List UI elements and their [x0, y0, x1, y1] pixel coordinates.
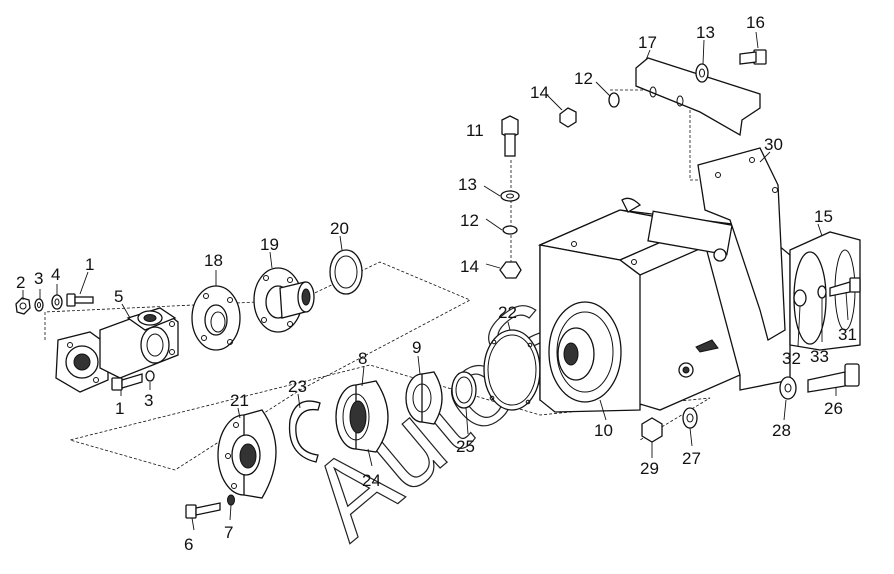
callout-13-mid: 13: [458, 175, 477, 194]
part-23-snap-ring: [288, 400, 321, 463]
part-1-bolt-upper: [66, 293, 94, 307]
callout-21: 21: [230, 391, 249, 410]
part-14-nut-top: [559, 107, 577, 128]
callout-4: 4: [51, 265, 60, 284]
part-3-washer-lower: [145, 370, 155, 382]
callout-6: 6: [184, 535, 193, 554]
callout-23: 23: [288, 377, 307, 396]
callout-26: 26: [824, 399, 843, 418]
callout-3-upper: 3: [34, 269, 43, 288]
callout-1-upper: 1: [85, 255, 94, 274]
callout-24: 24: [362, 471, 381, 490]
callout-18: 18: [204, 251, 223, 270]
callout-30: 30: [764, 135, 783, 154]
callout-14-mid: 14: [460, 257, 479, 276]
part-18-flange-plate: [191, 285, 241, 351]
part-33-washer: [817, 285, 827, 299]
part-16-bolt: [739, 49, 767, 65]
part-3-washer: [34, 298, 44, 312]
callout-10: 10: [594, 421, 613, 440]
callout-15: 15: [814, 207, 833, 226]
callout-33: 33: [810, 347, 829, 366]
callout-3-lower: 3: [144, 391, 153, 410]
part-19-hub-flange: [253, 267, 315, 333]
callout-8: 8: [358, 349, 367, 368]
part-12-lockwasher-top: [608, 92, 620, 108]
callout-1-lower: 1: [115, 399, 124, 418]
callout-28: 28: [772, 421, 791, 440]
part-17-upper-bracket: [635, 57, 761, 137]
part-13-washer-top: [695, 63, 709, 83]
part-9-seal: [405, 371, 443, 425]
callout-32: 32: [782, 349, 801, 368]
part-31-bolt: [829, 277, 861, 297]
part-27-washer: [682, 407, 698, 429]
callout-12-mid: 12: [460, 211, 479, 230]
part-21-bearing-cover: [217, 409, 277, 499]
callout-13-top: 13: [696, 23, 715, 42]
part-30-bracket-plate: [697, 147, 786, 341]
callout-11: 11: [466, 121, 484, 140]
part-22-gasket: [483, 329, 541, 411]
callout-labels: 1 1 2 3 3 4 5 6 7 8 9 10 11 12 12 13 13 …: [16, 13, 857, 554]
part-29-nut: [641, 417, 663, 443]
callout-14-top: 14: [530, 83, 549, 102]
callout-9: 9: [412, 338, 421, 357]
callout-17: 17: [638, 33, 657, 52]
part-26-bolt: [807, 363, 860, 393]
callout-25: 25: [456, 437, 475, 456]
leader-lines: [22, 31, 849, 531]
callout-12-top: 12: [574, 69, 593, 88]
callout-22: 22: [498, 303, 517, 322]
part-11-bolt: [501, 115, 519, 157]
part-32-washer: [793, 289, 807, 307]
part-7-washer: [227, 494, 235, 506]
callout-27: 27: [682, 449, 701, 468]
callout-7: 7: [224, 523, 233, 542]
part-14-nut-mid: [499, 261, 522, 279]
part-13-washer-mid: [500, 190, 520, 202]
part-5-flange-housing: [55, 307, 179, 393]
part-24-bearing: [335, 380, 389, 453]
part-4-washer: [51, 294, 63, 310]
part-12-lockwasher-mid: [502, 225, 518, 235]
callout-16: 16: [746, 13, 765, 32]
callout-31: 31: [838, 325, 857, 344]
part-1-bolt-lower: [111, 373, 143, 391]
part-6-screw: [185, 502, 221, 519]
part-28-washer: [779, 376, 797, 400]
callout-29: 29: [640, 459, 659, 478]
part-2-nut: [15, 297, 31, 315]
callout-2: 2: [16, 273, 25, 292]
callout-5: 5: [114, 287, 123, 306]
callout-20: 20: [330, 219, 349, 238]
callout-19: 19: [260, 235, 279, 254]
part-25-retaining-ring: [451, 371, 477, 409]
part-20-o-ring: [329, 249, 363, 295]
